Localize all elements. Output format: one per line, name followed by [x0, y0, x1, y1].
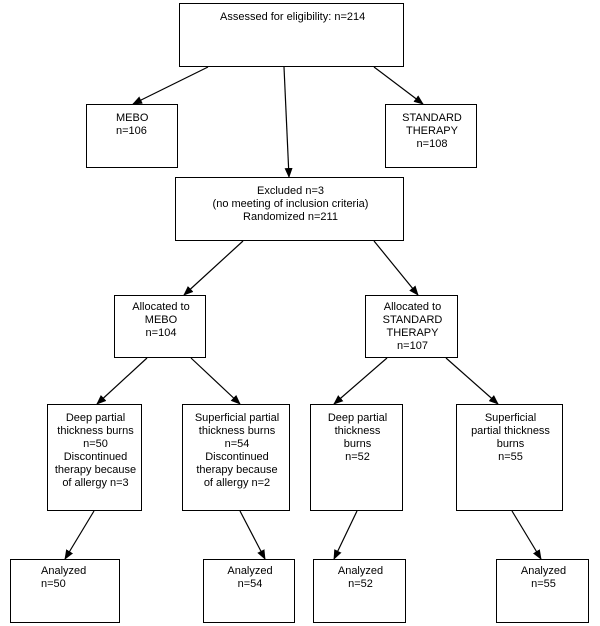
- arrow-eligibility-to-excluded: [283, 66, 293, 178]
- eligibility-text: Assessed for eligibility: n=214: [220, 11, 366, 23]
- standard-initial-box: STANDARD THERAPY n=108: [385, 104, 477, 168]
- arrow-excluded-to-allocated-mebo: [183, 240, 244, 296]
- mebo-superficial-line1: Superficial partial: [194, 412, 280, 424]
- standard-initial-label-line2: THERAPY: [406, 125, 458, 137]
- mebo-deep-line4: Discontinued: [63, 451, 128, 463]
- arrow-mebo-deep-to-analyzed: [64, 510, 95, 560]
- arrow-allocated-standard-to-deep: [333, 357, 388, 405]
- allocated-standard-count: n=107: [397, 340, 428, 352]
- mebo-superficial-box: Superficial partial thickness burns n=54…: [182, 404, 290, 511]
- standard-superficial-line2: partial thickness: [471, 425, 550, 437]
- arrow-excluded-to-allocated-standard: [373, 240, 419, 296]
- eligibility-box: Assessed for eligibility: n=214: [179, 3, 404, 67]
- standard-deep-box: Deep partial thickness burns n=52: [310, 404, 403, 511]
- analyzed-box-standard-superficial: Analyzed n=55: [496, 559, 589, 623]
- excluded-box: Excluded n=3 (no meeting of inclusion cr…: [175, 177, 404, 241]
- mebo-initial-label: MEBO: [116, 112, 149, 124]
- analyzed-count: n=52: [348, 578, 373, 590]
- standard-superficial-count: n=55: [498, 451, 523, 463]
- allocated-standard-line3: THERAPY: [386, 327, 439, 339]
- mebo-deep-line6: of allergy n=3: [62, 477, 129, 489]
- allocated-mebo-line1: Allocated to: [132, 301, 190, 313]
- standard-deep-count: n=52: [345, 451, 370, 463]
- allocated-standard-line1: Allocated to: [383, 301, 442, 313]
- mebo-superficial-count: n=54: [224, 438, 250, 450]
- mebo-deep-line2: thickness burns: [57, 425, 134, 437]
- arrow-standard-deep-to-analyzed: [333, 510, 358, 560]
- analyzed-box-standard-deep: Analyzed n=52: [313, 559, 406, 623]
- mebo-deep-count: n=50: [83, 438, 108, 450]
- arrow-standard-superficial-to-analyzed: [511, 510, 542, 560]
- standard-deep-line2: thickness: [334, 425, 381, 437]
- randomized-count: Randomized n=211: [243, 211, 338, 223]
- allocated-standard-line2: STANDARD: [382, 314, 443, 326]
- standard-deep-line1: Deep partial: [327, 412, 388, 424]
- mebo-deep-box: Deep partial thickness burns n=50 Discon…: [47, 404, 142, 511]
- arrow-allocated-mebo-to-superficial: [190, 357, 241, 405]
- mebo-superficial-line4: Discontinued: [205, 451, 269, 463]
- arrow-mebo-superficial-to-analyzed: [239, 510, 266, 560]
- mebo-initial-box: MEBO n=106: [86, 104, 178, 168]
- analyzed-count: n=55: [531, 578, 556, 590]
- arrow-eligibility-to-mebo: [132, 66, 209, 105]
- standard-initial-label-line1: STANDARD: [402, 112, 462, 124]
- mebo-deep-line5: therapy because: [54, 464, 137, 476]
- analyzed-box-mebo-superficial: Analyzed n=54: [203, 559, 295, 623]
- analyzed-count: n=50: [41, 578, 66, 590]
- analyzed-count: n=54: [237, 578, 263, 590]
- excluded-reason: (no meeting of inclusion criteria): [212, 198, 369, 210]
- analyzed-label: Analyzed: [520, 565, 567, 577]
- allocated-mebo-line2: MEBO: [144, 314, 178, 326]
- mebo-initial-count: n=106: [116, 125, 147, 137]
- standard-deep-line3: burns: [343, 438, 372, 450]
- allocated-mebo-box: Allocated to MEBO n=104: [114, 295, 206, 358]
- standard-superficial-line3: burns: [496, 438, 525, 450]
- analyzed-label: Analyzed: [227, 565, 273, 577]
- arrow-eligibility-to-standard: [373, 66, 424, 105]
- analyzed-box-mebo-deep: Analyzed n=50: [10, 559, 120, 623]
- mebo-superficial-line5: therapy because: [196, 464, 278, 476]
- mebo-superficial-line2: thickness burns: [198, 425, 276, 437]
- arrow-allocated-standard-to-superficial: [445, 357, 499, 405]
- standard-superficial-box: Superficial partial thickness burns n=55: [456, 404, 563, 511]
- standard-superficial-line1: Superficial: [484, 412, 537, 424]
- allocated-standard-box: Allocated to STANDARD THERAPY n=107: [365, 295, 458, 358]
- allocated-mebo-count: n=104: [145, 327, 177, 339]
- excluded-count: Excluded n=3: [257, 185, 324, 197]
- mebo-superficial-line6: of allergy n=2: [203, 477, 271, 489]
- standard-initial-count: n=108: [416, 138, 448, 150]
- analyzed-label: Analyzed: [41, 565, 87, 577]
- arrow-allocated-mebo-to-deep: [96, 357, 148, 405]
- analyzed-label: Analyzed: [337, 565, 384, 577]
- mebo-deep-line1: Deep partial: [65, 412, 126, 424]
